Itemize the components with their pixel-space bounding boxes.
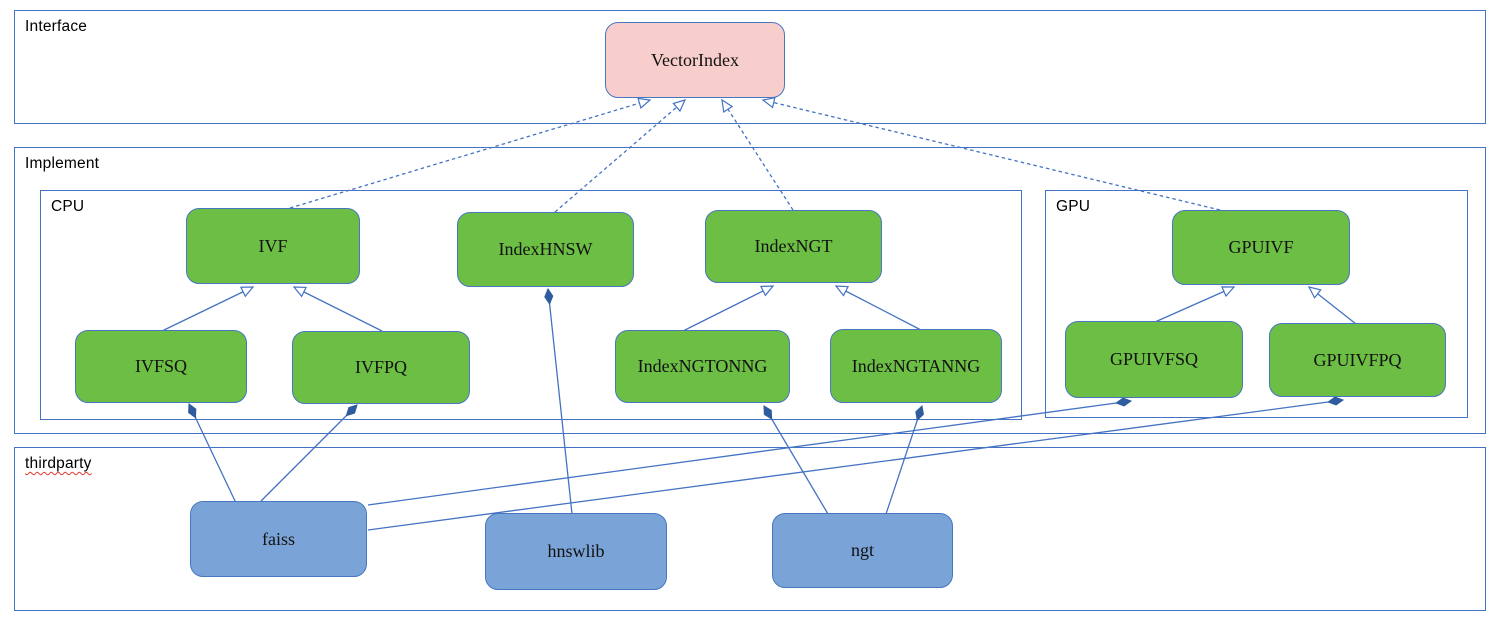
node-vectorindex[interactable]: VectorIndex — [605, 22, 785, 98]
node-indexngtonng[interactable]: IndexNGTONNG — [615, 330, 790, 403]
node-indexngtanng-label: IndexNGTANNG — [851, 355, 981, 376]
node-indexngt[interactable]: IndexNGT — [705, 210, 882, 283]
node-ngt[interactable]: ngt — [772, 513, 953, 588]
group-implement-label: Implement — [25, 155, 100, 172]
node-indexhnsw[interactable]: IndexHNSW — [457, 212, 634, 287]
node-indexhnsw-label: IndexHNSW — [498, 239, 593, 259]
node-ivf[interactable]: IVF — [186, 208, 360, 284]
node-ivfsq[interactable]: IVFSQ — [75, 330, 247, 403]
group-thirdparty-label: thirdparty — [25, 455, 92, 472]
node-indexngtanng[interactable]: IndexNGTANNG — [830, 329, 1002, 403]
node-gpuivfsq[interactable]: GPUIVFSQ — [1065, 321, 1243, 398]
node-gpuivf[interactable]: GPUIVF — [1172, 210, 1350, 285]
node-vectorindex-label: VectorIndex — [651, 49, 739, 70]
node-gpuivfsq-label: GPUIVFSQ — [1109, 349, 1199, 369]
node-indexngt-label: IndexNGT — [754, 236, 833, 256]
node-ivfsq-label: IVFSQ — [134, 356, 187, 376]
node-ivfpq[interactable]: IVFPQ — [292, 331, 470, 404]
node-hnswlib-label: hnswlib — [547, 541, 605, 561]
node-ivfpq-label: IVFPQ — [354, 357, 407, 377]
node-gpuivf-label: GPUIVF — [1228, 237, 1294, 257]
node-faiss-label: faiss — [262, 528, 295, 549]
node-gpuivfpq-label: GPUIVFPQ — [1313, 349, 1402, 370]
group-interface-label: Interface — [25, 18, 88, 35]
node-ngt-label: ngt — [850, 540, 874, 560]
node-indexngtonng-label: IndexNGTONNG — [637, 356, 768, 376]
group-cpu-label: CPU — [51, 198, 85, 215]
node-gpuivfpq[interactable]: GPUIVFPQ — [1269, 323, 1446, 397]
node-ivf-label: IVF — [258, 235, 288, 256]
group-gpu-label: GPU — [1056, 198, 1091, 215]
node-hnswlib[interactable]: hnswlib — [485, 513, 667, 590]
node-faiss[interactable]: faiss — [190, 501, 367, 577]
